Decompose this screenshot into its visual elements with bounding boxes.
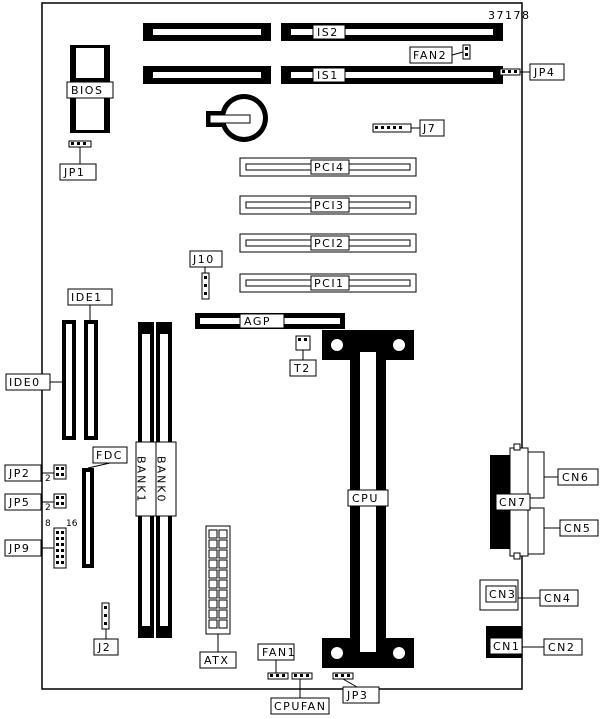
pci3-label: PCI3 [314,199,345,212]
cn3-cn4-connector: CN3 CN4 [479,579,579,611]
svg-text:IDE1: IDE1 [71,291,103,304]
jp1-jumper: JP1 [59,140,97,181]
rear-io-connectors: CN7 CN6 CN5 [490,443,599,560]
atx-power-connector: ATX [199,525,237,669]
svg-text:2: 2 [45,503,51,513]
svg-text:JP1: JP1 [63,166,85,179]
pci2-label: PCI2 [314,237,345,250]
svg-text:CPUFAN: CPUFAN [274,700,326,713]
fdc-connector: FDC [82,446,128,568]
svg-text:FDC: FDC [96,449,123,462]
fan2-header: FAN2 [409,44,471,64]
svg-text:16: 16 [66,519,78,529]
is1-label: IS1 [317,69,339,82]
svg-text:FAN2: FAN2 [413,49,447,62]
svg-text:J10: J10 [192,253,215,266]
svg-text:CN5: CN5 [564,522,591,535]
svg-text:JP4: JP4 [533,66,555,79]
pci1-label: PCI1 [314,277,345,290]
figure-id: 37178 [488,9,531,22]
cpu-slot: CPU [322,330,414,668]
isa-slots: IS2 IS1 [143,23,503,84]
svg-text:AGP: AGP [244,315,271,328]
t2-jumper: T2 [289,335,317,377]
board-outline [41,2,523,690]
svg-text:CN2: CN2 [548,641,575,654]
bank1-label: BANK1 [135,456,148,504]
agp-slot: AGP [195,313,345,329]
svg-text:FAN1: FAN1 [262,646,296,659]
svg-text:CN7: CN7 [499,496,526,509]
svg-text:JP3: JP3 [346,689,368,702]
svg-text:J7: J7 [422,122,436,135]
svg-text:BIOS: BIOS [71,84,103,97]
jp5-jumper: JP5 2 [4,493,67,513]
svg-text:T2: T2 [293,362,311,375]
is2-label: IS2 [317,26,339,39]
svg-text:IDE0: IDE0 [9,376,41,389]
svg-text:JP5: JP5 [8,496,30,509]
cpufan-header: CPUFAN [270,672,330,715]
fan1-header: FAN1 [257,643,296,680]
pci-slots: PCI4 PCI3 PCI2 PCI1 [239,157,417,293]
bank0-label: BANK0 [155,456,168,504]
svg-text:2: 2 [45,474,51,484]
jp9-header: 8 16 JP9 [4,519,78,569]
leader-lines [41,51,560,698]
svg-text:8: 8 [45,519,51,529]
svg-text:ATX: ATX [204,654,229,667]
svg-text:CPU: CPU [352,492,379,505]
svg-text:J2: J2 [97,641,111,654]
pci4-label: PCI4 [314,161,345,174]
memory-banks: BANK1 BANK0 [135,322,177,638]
j10-header: J10 [189,250,223,300]
jp2-jumper: JP2 2 [4,464,67,484]
svg-text:JP2: JP2 [8,467,30,480]
bios-chip: BIOS [66,45,114,133]
svg-text:CN4: CN4 [544,592,571,605]
svg-text:CN1: CN1 [493,640,520,653]
svg-text:CN3: CN3 [489,588,516,601]
svg-text:JP9: JP9 [8,542,30,555]
cn1-cn2-connector: CN1 CN2 [486,626,583,658]
ide-connectors: IDE1 IDE0 [5,288,113,440]
j7-header: J7 [372,119,445,137]
svg-text:CN6: CN6 [562,471,589,484]
battery [206,94,268,142]
